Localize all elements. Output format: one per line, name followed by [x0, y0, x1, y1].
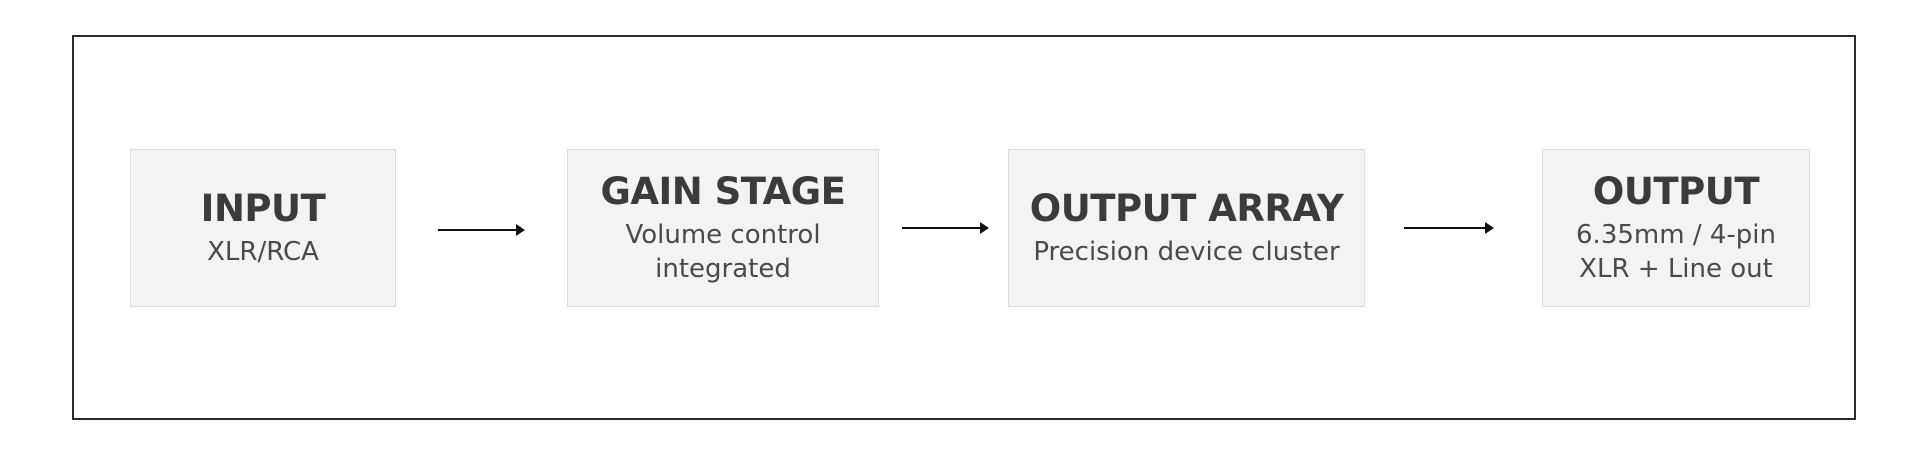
block-output: OUTPUT 6.35mm / 4-pin XLR + Line out — [1542, 149, 1810, 307]
block-input: INPUT XLR/RCA — [130, 149, 396, 307]
block-output-array: OUTPUT ARRAY Precision device cluster — [1008, 149, 1365, 307]
block-gain-stage: GAIN STAGE Volume control integrated — [567, 149, 879, 307]
arrow-gain-to-output-array — [902, 222, 989, 234]
block-gain-stage-subtitle: Volume control integrated — [625, 220, 821, 284]
block-output-array-title: OUTPUT ARRAY — [1029, 187, 1344, 230]
arrow-input-to-gain — [438, 224, 525, 236]
block-gain-stage-title: GAIN STAGE — [600, 170, 846, 213]
block-output-subtitle: 6.35mm / 4-pin XLR + Line out — [1576, 220, 1776, 284]
block-output-title: OUTPUT — [1592, 170, 1760, 213]
arrow-output-array-to-output — [1404, 222, 1494, 234]
block-output-array-subtitle: Precision device cluster — [1033, 237, 1340, 267]
block-input-title: INPUT — [200, 187, 326, 230]
block-input-subtitle: XLR/RCA — [207, 237, 319, 267]
